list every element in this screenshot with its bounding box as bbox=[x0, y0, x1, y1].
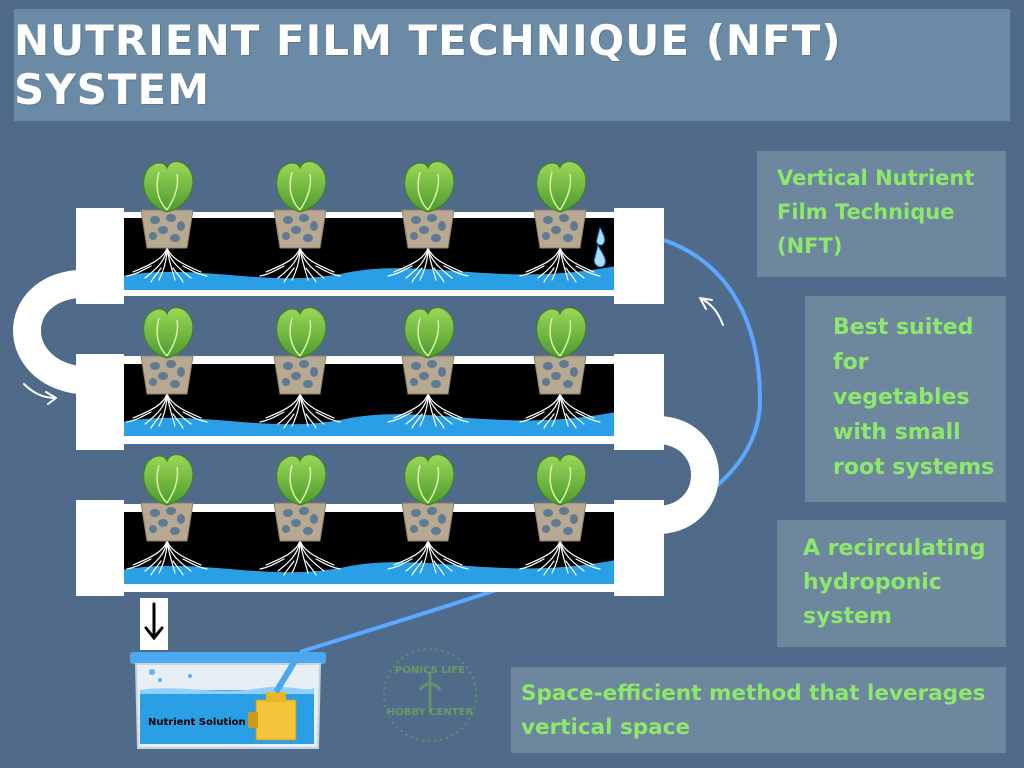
info-box-space-efficient: Space-efficient method that leverages ve… bbox=[511, 667, 1006, 753]
info-box-line: root systems bbox=[833, 455, 995, 480]
title-banner: Nutrient Film Technique (NFT) System bbox=[14, 9, 1010, 121]
info-box-line: for bbox=[833, 350, 869, 375]
info-box-line: vegetables bbox=[833, 385, 970, 410]
return-line bbox=[299, 238, 763, 654]
watermark-line-1: PONICS LIFE bbox=[395, 665, 465, 676]
info-box-best-suited: Best suited for vegetables with small ro… bbox=[805, 296, 1006, 502]
right-connector bbox=[657, 416, 719, 534]
info-box-line: hydroponic bbox=[803, 570, 942, 595]
info-box-line: Film Technique bbox=[777, 200, 955, 224]
info-box-line: with small bbox=[833, 420, 961, 445]
pump-icon bbox=[248, 654, 301, 741]
flow-arrow-icon bbox=[23, 383, 57, 405]
watermark-line-2: HOBBY CENTER bbox=[386, 707, 474, 718]
watermark-text: PONICS LIFE HOBBY CENTER bbox=[380, 664, 480, 720]
nft-pipe-3 bbox=[76, 500, 664, 596]
info-box-vertical-nft: Vertical Nutrient Film Technique (NFT) bbox=[757, 151, 1006, 277]
info-box-line: system bbox=[803, 604, 892, 629]
left-connector bbox=[13, 270, 81, 394]
info-box-line: (NFT) bbox=[777, 234, 843, 258]
info-box-line: Space-efficient method that leverages bbox=[521, 681, 986, 706]
return-arrow-icon bbox=[699, 297, 724, 326]
reservoir-label: Nutrient Solution bbox=[148, 717, 246, 728]
info-box-line: Vertical Nutrient bbox=[777, 166, 975, 190]
info-box-line: vertical space bbox=[521, 715, 690, 740]
info-box-line: Best suited bbox=[833, 315, 974, 340]
info-box-recirculating: A recirculating hydroponic system bbox=[777, 520, 1006, 647]
info-box-line: A recirculating bbox=[803, 536, 986, 561]
drain-arrow-icon bbox=[144, 602, 164, 641]
reservoir-tank bbox=[130, 652, 326, 749]
water-droplet-icon bbox=[594, 226, 606, 267]
page-title: Nutrient Film Technique (NFT) System bbox=[14, 16, 842, 114]
watermark-logo bbox=[383, 648, 477, 742]
